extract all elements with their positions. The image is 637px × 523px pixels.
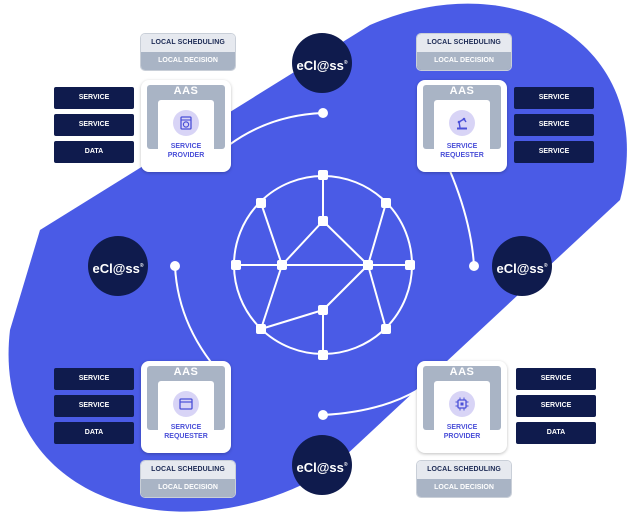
service-label: SERVICE: [516, 368, 596, 390]
aas-title: AAS: [173, 85, 199, 97]
chip-icon: [449, 391, 475, 417]
data-label: DATA: [516, 422, 596, 444]
local-stack-top-right: LOCAL SCHEDULING LOCAL DECISION: [417, 34, 511, 70]
washing-machine-icon: [173, 110, 199, 136]
data-label: DATA: [54, 141, 134, 163]
local-decision-label: LOCAL DECISION: [141, 52, 235, 70]
caption-line: SERVICE: [170, 424, 202, 431]
service-label: SERVICE: [514, 141, 594, 163]
node: [318, 170, 328, 180]
service-label: SERVICE: [514, 114, 594, 136]
eclass-logo-text: eCl@ss: [92, 261, 140, 276]
local-decision-label: LOCAL DECISION: [141, 479, 235, 497]
caption-line: SERVICE: [170, 143, 202, 150]
local-stack-bottom-right: LOCAL SCHEDULING LOCAL DECISION: [417, 461, 511, 497]
node: [405, 260, 415, 270]
eclass-badge-bottom: eCl@ss®: [292, 435, 352, 495]
caption-line: SERVICE: [446, 424, 478, 431]
aas-caption: SERVICE PROVIDER: [141, 142, 231, 160]
eclass-badge-left: eCl@ss®: [88, 236, 148, 296]
aas-title: AAS: [173, 366, 199, 378]
aas-caption: SERVICE REQUESTER: [417, 142, 507, 160]
node: [381, 198, 391, 208]
eclass-badge-top: eCl@ss®: [292, 33, 352, 93]
local-scheduling-label: LOCAL SCHEDULING: [141, 461, 235, 479]
endpoint-dot-left: [170, 261, 180, 271]
node: [318, 216, 328, 226]
endpoint-dot-bottom: [318, 410, 328, 420]
network-nodes: [231, 170, 415, 360]
eclass-logo-text: eCl@ss: [296, 460, 344, 475]
registered-mark: ®: [543, 263, 548, 269]
aas-caption: SERVICE REQUESTER: [141, 423, 231, 441]
registered-mark: ®: [343, 60, 348, 66]
arc-top: [228, 112, 324, 146]
aas-title: AAS: [449, 366, 475, 378]
aas-card-service-provider-top: AAS SERVICE PROVIDER: [141, 80, 231, 172]
endpoint-dot-top: [318, 108, 328, 118]
node: [277, 260, 287, 270]
caption-line: REQUESTER: [440, 152, 484, 159]
browser-window-icon: [173, 391, 199, 417]
caption-line: PROVIDER: [167, 152, 205, 159]
local-scheduling-label: LOCAL SCHEDULING: [417, 34, 511, 52]
caption-line: PROVIDER: [443, 433, 481, 440]
endpoint-dot-right: [469, 261, 479, 271]
node: [318, 350, 328, 360]
robot-arm-icon: [449, 110, 475, 136]
local-stack-top-left: LOCAL SCHEDULING LOCAL DECISION: [141, 34, 235, 70]
registered-mark: ®: [343, 462, 348, 468]
local-scheduling-label: LOCAL SCHEDULING: [417, 461, 511, 479]
eclass-logo-text: eCl@ss: [296, 58, 344, 73]
node: [256, 198, 266, 208]
service-label: SERVICE: [54, 114, 134, 136]
data-label: DATA: [54, 422, 134, 444]
node: [363, 260, 373, 270]
node: [256, 324, 266, 334]
eclass-logo-text: eCl@ss: [496, 261, 544, 276]
registered-mark: ®: [139, 263, 144, 269]
eclass-badge-right: eCl@ss®: [492, 236, 552, 296]
caption-line: SERVICE: [446, 143, 478, 150]
service-label: SERVICE: [54, 395, 134, 417]
arc-endpoints: [170, 108, 479, 420]
service-label: SERVICE: [54, 368, 134, 390]
caption-line: REQUESTER: [164, 433, 208, 440]
service-label: SERVICE: [516, 395, 596, 417]
aas-card-service-requester-bottom: AAS SERVICE REQUESTER: [141, 361, 231, 453]
aas-title: AAS: [449, 85, 475, 97]
aas-card-service-provider-bottom: AAS SERVICE PROVIDER: [417, 361, 507, 453]
node: [381, 324, 391, 334]
aas-card-service-requester-top: AAS SERVICE REQUESTER: [417, 80, 507, 172]
node: [231, 260, 241, 270]
service-label: SERVICE: [514, 87, 594, 109]
local-scheduling-label: LOCAL SCHEDULING: [141, 34, 235, 52]
aas-caption: SERVICE PROVIDER: [417, 423, 507, 441]
service-label: SERVICE: [54, 87, 134, 109]
local-decision-label: LOCAL DECISION: [417, 479, 511, 497]
local-decision-label: LOCAL DECISION: [417, 52, 511, 70]
local-stack-bottom-left: LOCAL SCHEDULING LOCAL DECISION: [141, 461, 235, 497]
node: [318, 305, 328, 315]
arc-bottom: [322, 389, 419, 416]
